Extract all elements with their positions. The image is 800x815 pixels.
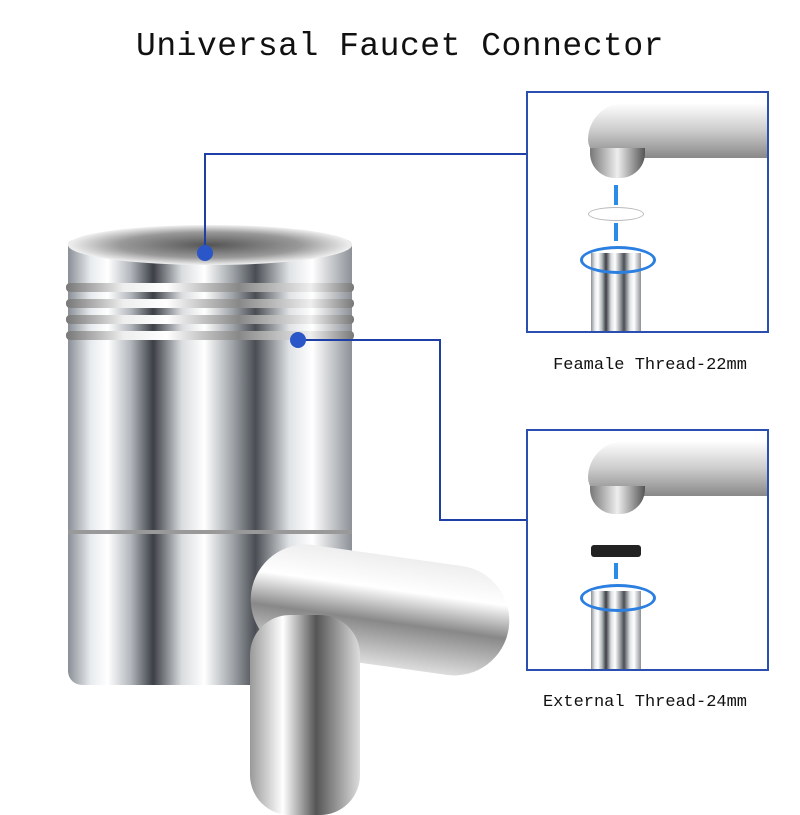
rotate-icon (580, 246, 656, 274)
rotate-icon (580, 584, 656, 612)
spout-pipe-down (250, 615, 360, 815)
rubber-gasket (591, 545, 641, 557)
washer-ring (588, 207, 644, 221)
connector-illustration (60, 225, 517, 815)
external-thread-caption: External Thread-24mm (542, 693, 748, 712)
female-thread-caption: Feamale Thread-22mm (553, 356, 747, 375)
female-thread-inset (526, 91, 769, 333)
external-thread-marker (290, 332, 306, 348)
female-thread-marker (197, 245, 213, 261)
external-thread-inset (526, 429, 769, 671)
page-title: Universal Faucet Connector (136, 28, 664, 65)
